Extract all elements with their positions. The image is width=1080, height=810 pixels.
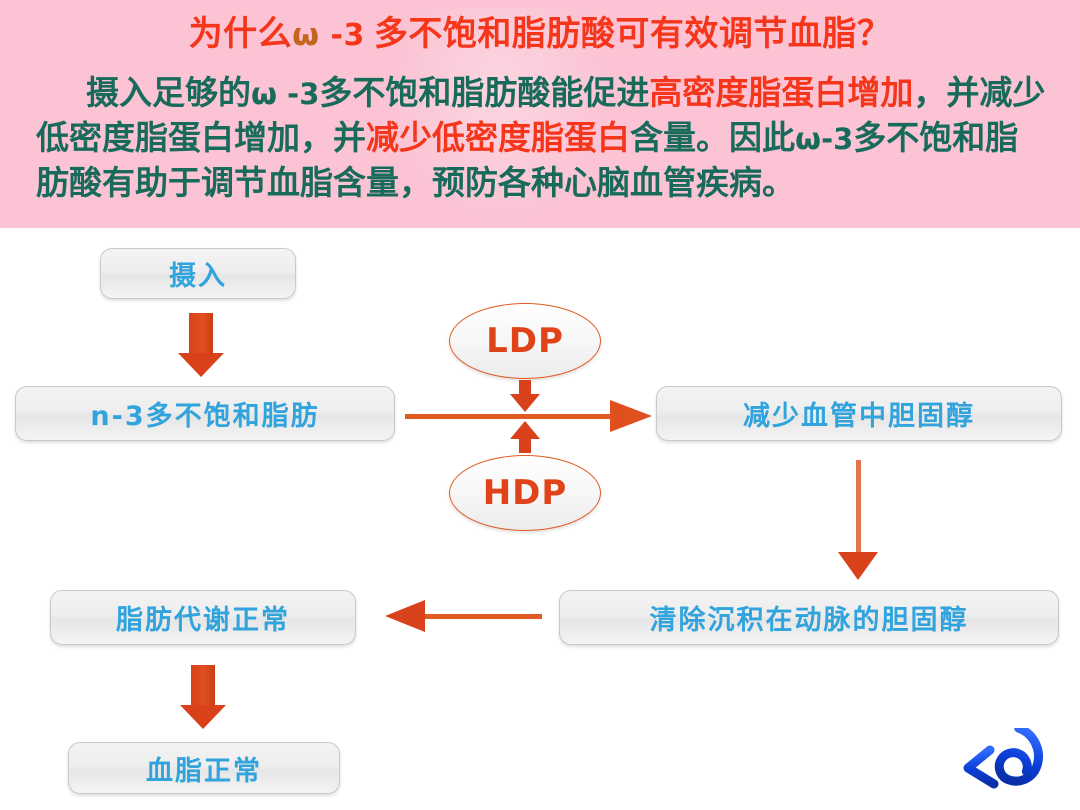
arrow-line-clear-to-metabolism: [424, 614, 542, 619]
node-ldp[interactable]: LDP: [449, 303, 601, 379]
arrow-head: [510, 394, 540, 412]
node-fat-metabolism-normal[interactable]: 脂肪代谢正常: [50, 590, 356, 645]
title-dash3: -3: [319, 18, 365, 53]
title-suffix: 多不饱和脂肪酸可有效调节血脂？: [364, 16, 892, 53]
arrow-line-reduce-to-clear: [856, 460, 861, 562]
arrow-line-n3-to-reduce: [405, 414, 610, 419]
arrow-head-reduce-to-clear: [838, 552, 878, 580]
title-omega-symbol: ω: [292, 17, 320, 53]
title-prefix: 为什么: [188, 16, 293, 53]
arrow-head: [180, 705, 226, 729]
paragraph-omega-2: ω: [795, 122, 822, 157]
node-intake[interactable]: 摄入: [100, 248, 296, 299]
arrow-head: [178, 353, 224, 377]
page-title: 为什么ω -3 多不饱和脂肪酸可有效调节血脂？: [0, 14, 1080, 57]
node-hdp[interactable]: HDP: [449, 455, 601, 531]
paragraph-seg-5: 多不饱和脂肪酸有助于调节血脂含量，预防各种心脑血管疾病。: [36, 121, 1019, 202]
paragraph-seg-3: ，并减少低密度脂蛋白增加，并: [36, 76, 1046, 157]
arrow-shaft: [519, 439, 531, 453]
arrow-shaft: [191, 665, 215, 705]
arrow-shaft: [189, 313, 213, 353]
paragraph-dash3-2: -3: [821, 122, 854, 156]
paragraph-highlight-2: 减少低密度脂蛋白: [366, 121, 630, 157]
arrow-down-ldp: [510, 380, 540, 414]
node-reduce-vessel-cholesterol[interactable]: 减少血管中胆固醇: [656, 386, 1062, 441]
node-clear-artery-cholesterol[interactable]: 清除沉积在动脉的胆固醇: [559, 590, 1059, 645]
paragraph-omega-1: ω: [251, 77, 278, 112]
node-n3-polyunsaturated-fat[interactable]: n-3多不饱和脂肪: [15, 386, 395, 441]
back-arrow-icon[interactable]: [960, 728, 1068, 800]
body-paragraph: 摄入足够的ω -3多不饱和脂肪酸能促进高密度脂蛋白增加，并减少低密度脂蛋白增加，…: [36, 72, 1050, 207]
paragraph-seg-4: 含量。因此: [630, 121, 795, 157]
arrow-shaft: [519, 380, 531, 394]
arrow-down-intake-to-n3: [178, 313, 224, 377]
paragraph-dash3-1: -3: [277, 77, 320, 111]
header-band: [0, 0, 1080, 228]
arrow-head: [510, 421, 540, 439]
paragraph-highlight-1: 高密度脂蛋白增加: [649, 76, 914, 112]
arrow-up-hdp: [510, 421, 540, 455]
arrow-head-clear-to-metabolism: [385, 600, 425, 632]
paragraph-seg-1: 摄入足够的: [86, 76, 251, 112]
paragraph-seg-2: 多不饱和脂肪酸能促进: [319, 76, 650, 112]
node-blood-lipid-normal[interactable]: 血脂正常: [68, 742, 340, 794]
arrow-down-metabolism-to-lipid: [180, 665, 226, 729]
arrow-head-n3-to-reduce: [610, 400, 652, 432]
